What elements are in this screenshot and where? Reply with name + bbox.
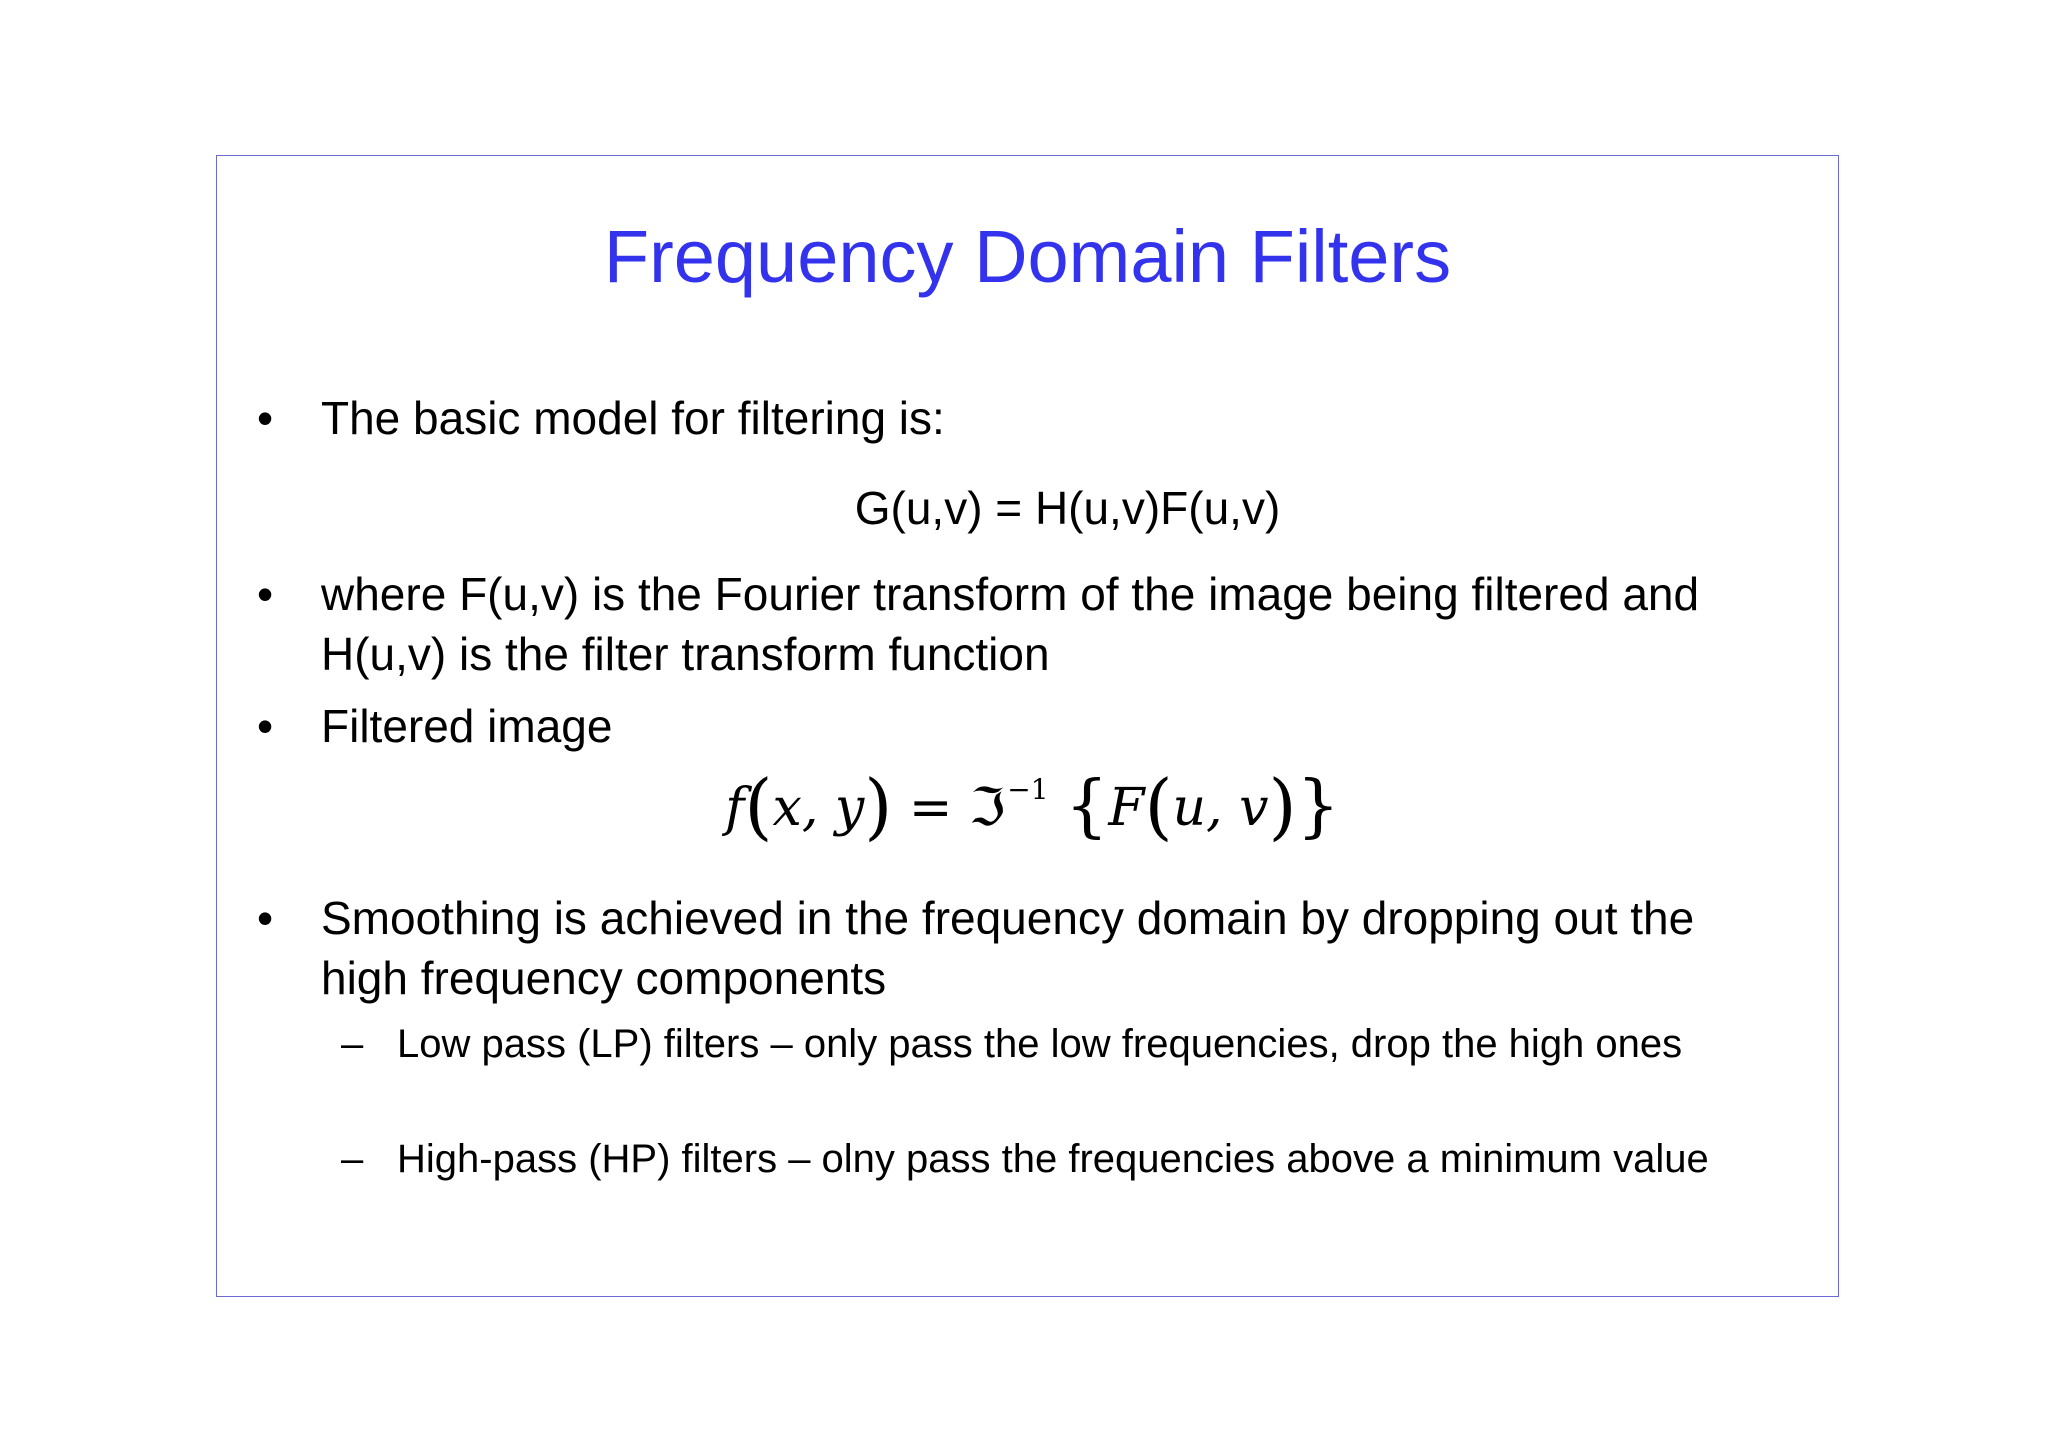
sub-bullet-marker: – [341, 1137, 364, 1181]
sub-bullet-marker: – [341, 1022, 364, 1066]
slide-frame: Frequency Domain Filters • The basic mod… [216, 155, 1839, 1297]
bullet-text: The basic model for filtering is: [321, 392, 945, 444]
bullet-marker: • [257, 700, 274, 752]
sub-bullet-text: High-pass (HP) filters – olny pass the f… [397, 1137, 1709, 1181]
formula-superscript: −1 [1007, 773, 1049, 806]
bullet-text: Smoothing is achieved in the frequency d… [321, 892, 1695, 1004]
basic-equation: G(u,v) = H(u,v)F(u,v) [854, 482, 1281, 534]
bullet-marker: • [257, 392, 274, 444]
bullet-text: where F(u,v) is the Fourier transform of… [321, 568, 1700, 680]
formula-operator: ℑ [969, 778, 1006, 838]
formula-rhs-args: u, v [1172, 778, 1269, 838]
inverse-fourier-formula: f(x, y) = ℑ−1 {F(u, v)} [725, 764, 1340, 848]
formula-equals: = [908, 778, 953, 838]
slide-title: Frequency Domain Filters [603, 215, 1452, 298]
formula-lhs-fn: f [725, 778, 745, 838]
bullet-marker: • [257, 568, 274, 620]
sub-bullet-text: Low pass (LP) filters – only pass the lo… [397, 1022, 1683, 1066]
bullet-text: Filtered image [321, 700, 613, 752]
formula-lhs-args: x, y [772, 778, 865, 838]
formula-rhs-fn: F [1108, 778, 1145, 838]
bullet-marker: • [257, 892, 274, 944]
